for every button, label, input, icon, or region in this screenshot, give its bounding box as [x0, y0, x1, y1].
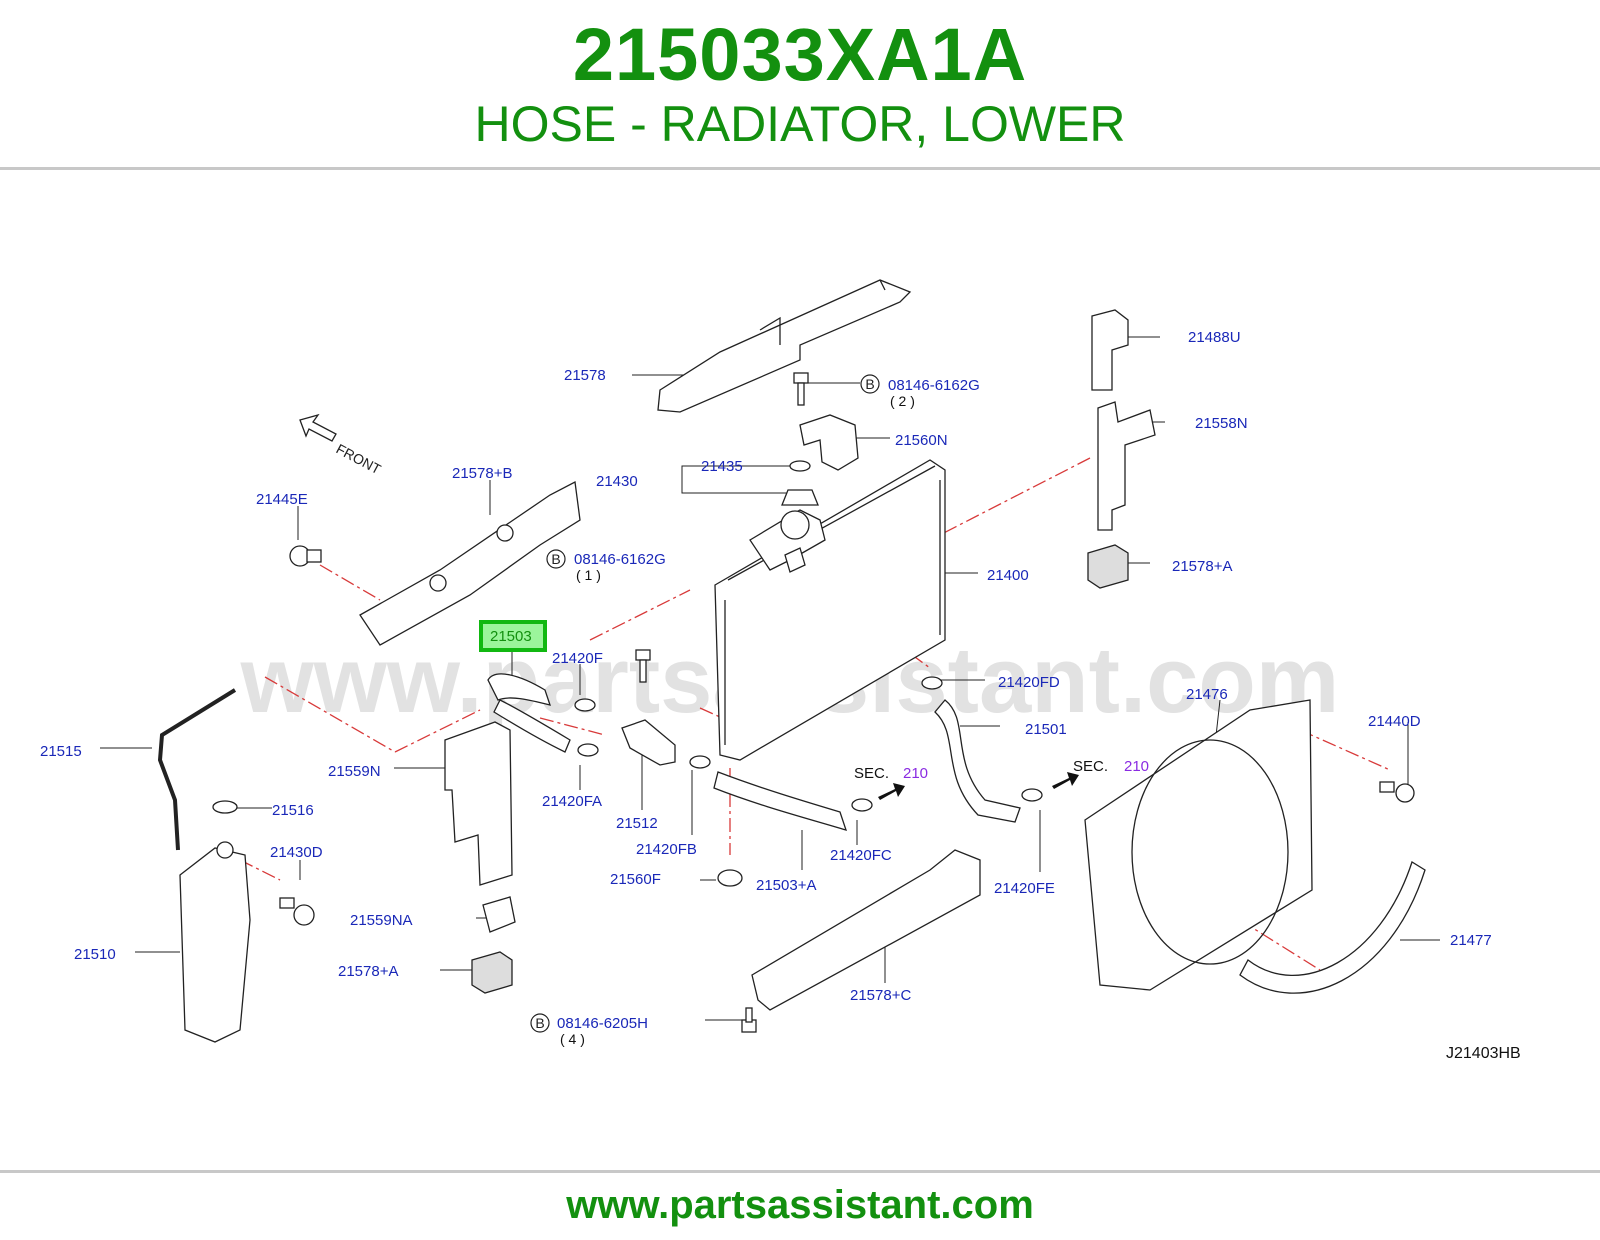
label-21440D[interactable]: 21440D — [1368, 713, 1421, 730]
clamp-21420FB — [689, 755, 711, 769]
label-21578[interactable]: 21578 — [564, 367, 606, 384]
bracket-21560N — [799, 414, 859, 471]
hose-21501 — [934, 699, 1021, 823]
label-21420FA[interactable]: 21420FA — [542, 793, 602, 810]
cap-21516 — [212, 800, 238, 814]
front-label: FRONT — [334, 441, 384, 478]
header-divider — [0, 167, 1600, 170]
label-21420FC[interactable]: 21420FC — [830, 847, 892, 864]
grommet-21560F — [717, 869, 743, 887]
label-21420FD[interactable]: 21420FD — [998, 674, 1060, 691]
diagram-code: J21403HB — [1446, 1045, 1521, 1062]
label-21445E[interactable]: 21445E — [256, 491, 308, 508]
label-08146-6162G-top[interactable]: 08146-6162G — [888, 377, 980, 394]
reservoir-21510 — [179, 847, 251, 1043]
label-21501[interactable]: 21501 — [1025, 721, 1067, 738]
bolt-21440D — [1379, 781, 1415, 803]
seal-21578 — [657, 279, 912, 413]
part-description: HOSE - RADIATOR, LOWER — [474, 96, 1126, 152]
clamp-21420F — [574, 698, 596, 712]
label-21430D[interactable]: 21430D — [270, 844, 323, 861]
label-21578-B[interactable]: 21578+B — [452, 465, 512, 482]
label-21488U[interactable]: 21488U — [1188, 329, 1241, 346]
block-21578A-left — [471, 951, 513, 994]
label-08146-6162G-mid[interactable]: 08146-6162G — [574, 551, 666, 568]
label-21559NA[interactable]: 21559NA — [350, 912, 413, 929]
qty-top: ( 2 ) — [890, 393, 915, 409]
label-21510[interactable]: 21510 — [74, 946, 116, 963]
sec-arrows — [878, 772, 1079, 800]
label-21400[interactable]: 21400 — [987, 567, 1029, 584]
qty-labels: ( 2 ) ( 1 ) ( 4 ) — [560, 393, 915, 1047]
sec-references: SEC. 210 SEC. 210 — [854, 758, 1149, 782]
label-21578-A-left[interactable]: 21578+A — [338, 963, 398, 980]
label-21560F[interactable]: 21560F — [610, 871, 661, 888]
label-21503[interactable]: 21503 — [490, 628, 532, 645]
label-21516[interactable]: 21516 — [272, 802, 314, 819]
sec-ref-1-num[interactable]: 210 — [903, 765, 928, 782]
label-21560N[interactable]: 21560N — [895, 432, 948, 449]
footer-url[interactable]: www.partsassistant.com — [566, 1183, 1034, 1227]
label-08146-6205H[interactable]: 08146-6205H — [557, 1015, 648, 1032]
part-number-title: 215033XA1A — [572, 13, 1028, 96]
label-21420FB[interactable]: 21420FB — [636, 841, 697, 858]
hose-21515 — [157, 688, 237, 851]
cap-21435 — [789, 460, 811, 472]
label-21420FE[interactable]: 21420FE — [994, 880, 1055, 897]
label-21503-A[interactable]: 21503+A — [756, 877, 816, 894]
b-marker-mid: B — [551, 551, 560, 567]
label-21435[interactable]: 21435 — [701, 458, 743, 475]
cap-21430 — [781, 489, 819, 506]
sec-ref-2-prefix: SEC. — [1073, 758, 1108, 775]
shroud-21477 — [1239, 861, 1426, 994]
page-header: 215033XA1A HOSE - RADIATOR, LOWER — [0, 0, 1600, 168]
footer-divider — [0, 1170, 1600, 1173]
shroud-21558N — [1097, 401, 1156, 531]
bolt-marker-labels: B B B — [535, 376, 874, 1031]
block-21578A-right — [1087, 544, 1129, 589]
hose-21503 — [487, 673, 551, 706]
bolt-mid — [635, 649, 651, 683]
b-marker-bottom: B — [535, 1015, 544, 1031]
clip-21445E — [289, 545, 322, 567]
label-21578-A-right[interactable]: 21578+A — [1172, 558, 1232, 575]
front-arrow: FRONT — [299, 413, 384, 478]
clamp-21420FD — [921, 676, 943, 690]
label-21420F[interactable]: 21420F — [552, 650, 603, 667]
part-labels: 21578 08146-6162G 21488U 21558N 21560N 2… — [40, 329, 1492, 1032]
label-21515[interactable]: 21515 — [40, 743, 82, 760]
label-21476[interactable]: 21476 — [1186, 686, 1228, 703]
label-21559N[interactable]: 21559N — [328, 763, 381, 780]
b-marker-top: B — [865, 376, 874, 392]
sec-ref-2-num[interactable]: 210 — [1124, 758, 1149, 775]
label-21558N[interactable]: 21558N — [1195, 415, 1248, 432]
shroud-21488U — [1091, 309, 1129, 391]
label-21512[interactable]: 21512 — [616, 815, 658, 832]
housing-21512 — [621, 719, 676, 766]
highlight-21503 — [479, 620, 547, 652]
bolt-bottom — [741, 1007, 757, 1033]
shroud-21559N — [444, 721, 513, 886]
part-shapes — [157, 279, 1426, 1043]
label-21430[interactable]: 21430 — [596, 473, 638, 490]
clamp-21420FC — [851, 798, 873, 812]
bolt-markers — [530, 374, 880, 1033]
label-21477[interactable]: 21477 — [1450, 932, 1492, 949]
sec-ref-1-prefix: SEC. — [854, 765, 889, 782]
fan-shroud-21476 — [1084, 699, 1313, 991]
clamp-21420FE — [1021, 788, 1043, 802]
bracket-21559NA — [482, 896, 516, 933]
bolt-top — [793, 372, 809, 406]
qty-bottom: ( 4 ) — [560, 1031, 585, 1047]
radiator-21400 — [714, 459, 946, 761]
qty-mid: ( 1 ) — [576, 567, 601, 583]
clamp-21420FA — [577, 743, 599, 757]
seal-21578C — [751, 849, 981, 1011]
label-21578-C[interactable]: 21578+C — [850, 987, 911, 1004]
seal-21578B — [359, 480, 581, 646]
bolt-21430D — [279, 897, 315, 926]
hose-21503A — [713, 771, 848, 831]
